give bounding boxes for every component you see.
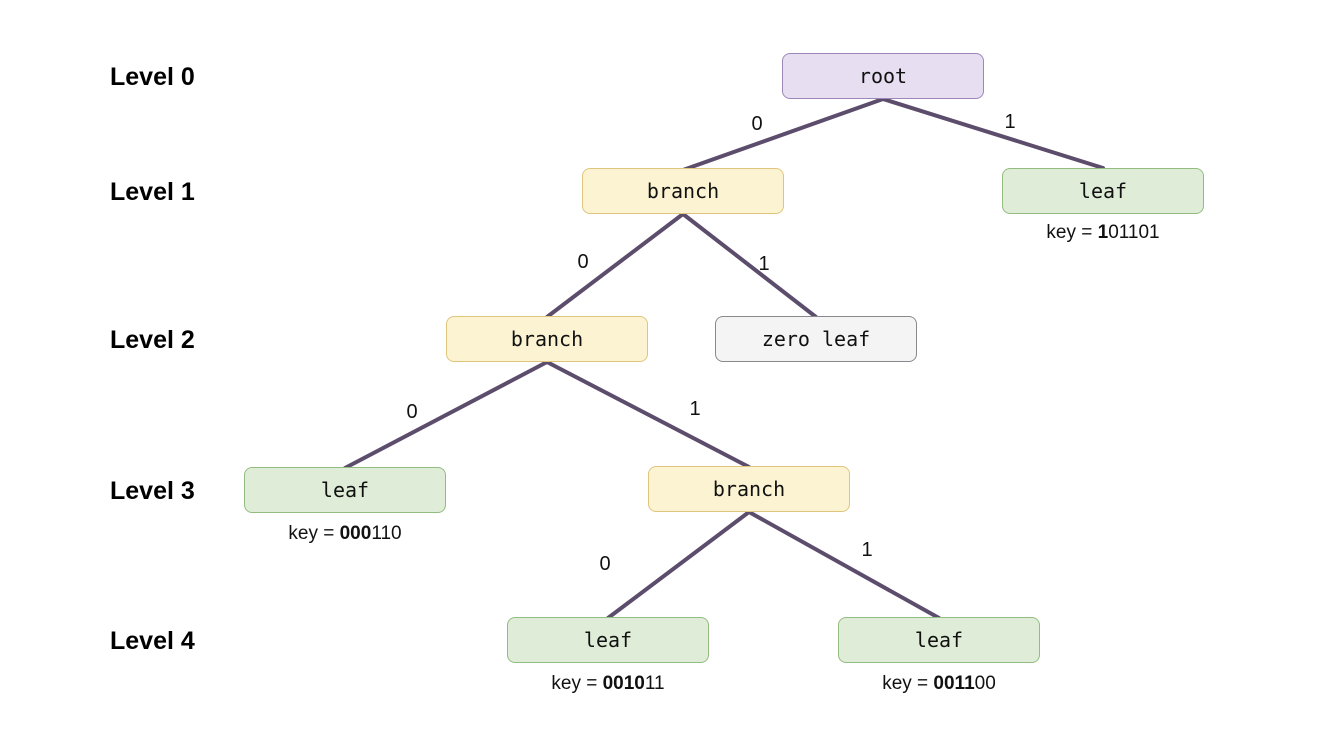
key-label-leaf-l4-right: key = 001100	[819, 673, 1059, 695]
key-label-leaf-l1: key = 101101	[983, 222, 1223, 244]
edge-label-l3-left: 0	[599, 553, 610, 575]
edge-branch-l2-to-branch-l3	[545, 360, 751, 469]
edge-root-to-branch-l1	[681, 97, 885, 172]
key-rest-part: 110	[371, 523, 402, 544]
edge-label-root-right: 1	[1004, 111, 1015, 133]
node-zero-leaf-l2: zero leaf	[715, 316, 917, 362]
key-bold-part: 1	[1097, 222, 1109, 243]
key-rest-part: 01101	[1108, 222, 1160, 243]
key-rest-part: 11	[644, 673, 665, 694]
key-bold-part: 0010	[602, 673, 645, 694]
key-prefix: key =	[882, 673, 934, 694]
key-bold-part: 0011	[933, 673, 975, 694]
node-branch-l2: branch	[446, 316, 648, 362]
node-leaf-l4-left: leaf	[507, 617, 709, 663]
edge-branch-l3-to-leaf-l4-left	[606, 510, 751, 620]
key-label-leaf-l4-left: key = 001011	[488, 673, 728, 695]
edge-branch-l1-to-branch-l2	[545, 212, 685, 319]
key-bold-part: 000	[339, 523, 372, 544]
node-branch-l1: branch	[582, 168, 784, 214]
edge-branch-l2-to-leaf-l3	[343, 360, 549, 470]
key-prefix: key =	[288, 523, 340, 544]
edge-label-root-left: 0	[751, 113, 762, 135]
level-4-label: Level 4	[110, 627, 195, 655]
level-1-label: Level 1	[110, 178, 195, 206]
node-root: root	[782, 53, 984, 99]
edge-label-l3-right: 1	[861, 539, 872, 561]
node-leaf-l4-right: leaf	[838, 617, 1040, 663]
edge-root-to-leaf-l1	[881, 97, 1105, 170]
edge-label-l2-right: 1	[689, 398, 700, 420]
level-2-label: Level 2	[110, 326, 195, 354]
edge-label-l2-left: 0	[406, 401, 417, 423]
node-branch-l3: branch	[648, 466, 850, 512]
level-0-label: Level 0	[110, 63, 195, 91]
key-prefix: key =	[551, 673, 603, 694]
node-leaf-l3: leaf	[244, 467, 446, 513]
level-3-label: Level 3	[110, 477, 195, 505]
key-rest-part: 00	[974, 673, 996, 694]
edge-label-l1-right: 1	[758, 253, 769, 275]
key-prefix: key =	[1046, 222, 1098, 243]
edge-label-l1-left: 0	[577, 251, 588, 273]
edge-branch-l3-to-leaf-l4-right	[747, 510, 941, 620]
edge-branch-l1-to-zero-leaf	[681, 212, 818, 319]
key-label-leaf-l3: key = 000110	[225, 523, 465, 545]
node-leaf-l1: leaf	[1002, 168, 1204, 214]
